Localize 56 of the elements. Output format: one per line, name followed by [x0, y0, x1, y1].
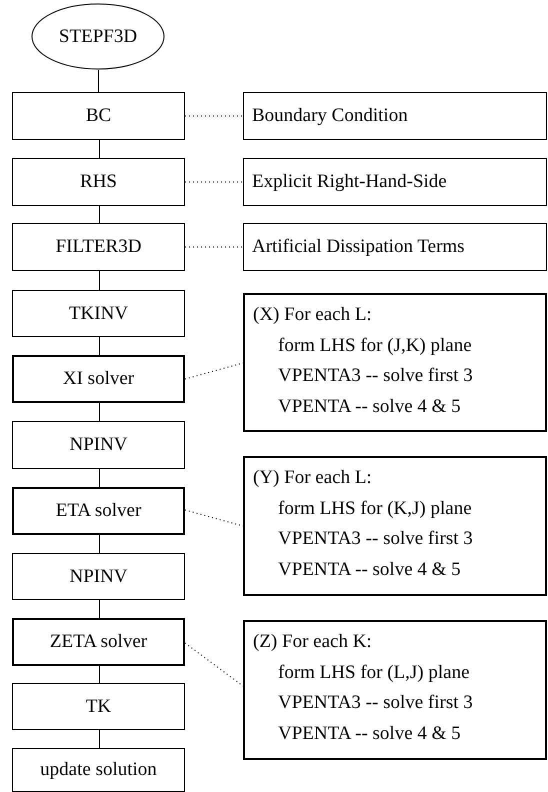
box-label: FILTER3D	[56, 236, 142, 258]
box-label: TKINV	[68, 302, 128, 324]
process-box	[12, 421, 185, 469]
connector-line	[99, 336, 100, 356]
connector-line	[99, 468, 100, 488]
process-box	[12, 92, 185, 140]
process-box	[12, 290, 185, 337]
box-label: ETA solver	[56, 500, 142, 522]
step-text: form LHS for (L,J) plane	[277, 660, 470, 684]
connector-line	[99, 270, 100, 290]
connector-line	[99, 600, 100, 618]
step-text: VPENTA3 -- solve first 3	[277, 527, 473, 551]
connector-line	[99, 730, 100, 748]
box-label: update solution	[40, 759, 157, 781]
process-box	[12, 355, 185, 403]
connector-line	[98, 70, 99, 92]
box-label: (X) For each L:	[253, 303, 372, 327]
step-text: VPENTA -- solve 4 & 5	[277, 558, 461, 582]
connector-line	[99, 140, 100, 158]
box-label: (Y) For each L:	[253, 466, 372, 490]
step-text: VPENTA -- solve 4 & 5	[277, 394, 461, 418]
step-text: form LHS for (J,K) plane	[277, 334, 472, 358]
box-label: XI solver	[62, 368, 134, 390]
connector-line	[99, 534, 100, 554]
box-label: TK	[86, 696, 112, 718]
description-box	[243, 92, 547, 140]
box-label: ZETA solver	[50, 631, 148, 653]
connector-line	[99, 206, 100, 224]
step-text: VPENTA -- solve 4 & 5	[277, 722, 461, 746]
box-label: Boundary Condition	[252, 105, 408, 127]
box-label: (Z) For each K:	[253, 630, 372, 654]
connector-line	[99, 402, 100, 422]
box-label: RHS	[80, 171, 117, 193]
process-box	[12, 553, 185, 600]
description-box	[243, 456, 547, 596]
box-label: BC	[86, 105, 112, 127]
process-box	[12, 223, 185, 271]
step-text: VPENTA3 -- solve first 3	[277, 364, 473, 388]
box-label: NPINV	[69, 566, 128, 588]
process-box	[12, 748, 185, 792]
process-box	[12, 158, 185, 206]
process-box	[12, 487, 185, 535]
process-box	[12, 618, 185, 666]
box-label: Artificial Dissipation Terms	[252, 236, 465, 258]
connector-line	[99, 666, 100, 684]
process-box	[12, 683, 185, 730]
description-box	[243, 158, 547, 206]
description-box	[243, 293, 547, 432]
start-ellipse	[31, 3, 165, 70]
description-box	[243, 223, 547, 271]
step-text: VPENTA3 -- solve first 3	[277, 691, 473, 715]
box-label: STEPF3D	[58, 26, 138, 48]
box-label: NPINV	[69, 434, 128, 456]
box-label: Explicit Right-Hand-Side	[252, 171, 447, 193]
step-text: form LHS for (K,J) plane	[277, 496, 472, 520]
description-box	[243, 620, 547, 760]
